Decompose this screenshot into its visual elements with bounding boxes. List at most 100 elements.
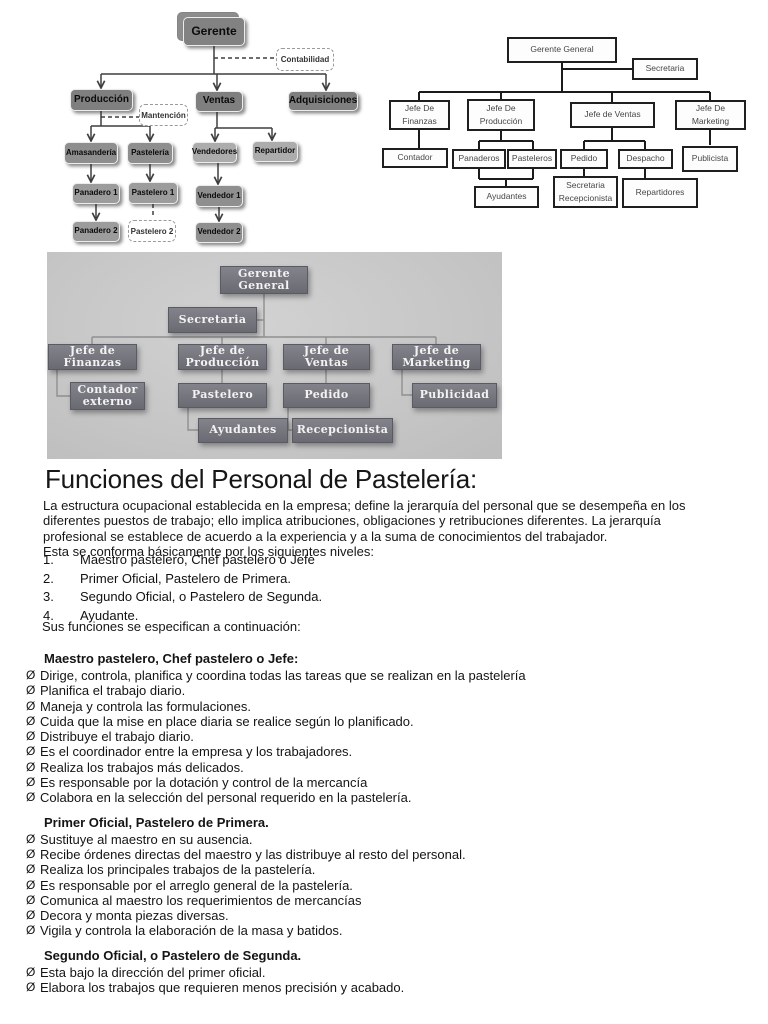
org-node-pasteleros: Pasteleros	[507, 149, 557, 169]
bullet-item: Ø Elabora los trabajos que requieren meno…	[26, 980, 736, 995]
bullet-item: Ø Es responsable por el arreglo general d…	[26, 878, 736, 893]
org-node-pedido: Pedido	[560, 149, 608, 169]
org-node-vendedor-2: Vendedor 2	[195, 222, 243, 243]
bullet-item: Ø Realiza los trabajos más delicados.	[26, 760, 736, 775]
bullet-icon: Ø	[26, 892, 36, 907]
bullet-icon: Ø	[26, 964, 36, 979]
bullet-text: Distribuye el trabajo diario.	[40, 729, 194, 745]
bullet-text: Es responsable por el arreglo general de…	[40, 877, 353, 893]
bullet-item: Ø Esta bajo la dirección del primer ofici…	[26, 965, 736, 980]
bullet-text: Decora y monta piezas diversas.	[40, 908, 229, 924]
level-text: Maestro pastelero, Chef pastelero o Jefe	[80, 552, 315, 567]
level-number: 4.	[43, 607, 54, 623]
org-node-pasteleria: Pastelería	[127, 142, 173, 164]
section-title: Segundo Oficial, o Pastelero de Segunda.	[44, 947, 302, 963]
bullet-icon: Ø	[26, 908, 36, 923]
bullet-text: Esta bajo la dirección del primer oficia…	[40, 964, 266, 980]
bullet-icon: Ø	[26, 980, 36, 995]
bullet-item: Ø Es el coordinador entre la empresa y lo…	[26, 744, 736, 759]
bullet-text: Recibe órdenes directas del maestro y la…	[40, 846, 466, 862]
bullet-icon: Ø	[26, 790, 36, 805]
bullet-item: Ø Cuida que la mise en place diaria se re…	[26, 714, 736, 729]
org-node-jefe-de-ventas: Jefe de Ventas	[570, 102, 655, 128]
level-number: 1.	[43, 552, 54, 567]
org-node-panadero-1: Panadero 1	[72, 183, 120, 204]
section-title: Maestro pastelero, Chef pastelero o Jefe…	[44, 651, 299, 666]
level-item: 2.Primer Oficial, Pastelero de Primera.	[43, 571, 322, 590]
bullet-icon: Ø	[26, 846, 36, 861]
org-node-jefe-de-finanzas: Jefe De Finanzas	[389, 100, 450, 130]
org-node-repartidor: Repartidor	[252, 141, 298, 162]
org-node-vendedor-1: Vendedor 1	[195, 185, 243, 207]
level-item: 4. Ayudante.	[43, 608, 322, 627]
org-node-pastelero-2: Pastelero 2	[128, 220, 176, 242]
org-node-amasanderia: Amasandería	[64, 142, 118, 164]
bullet-icon: Ø	[26, 729, 36, 744]
bullet-icon: Ø	[26, 775, 36, 790]
intro-line: diferentes puestos de trabajo; ello impl…	[43, 513, 661, 529]
levels-list: 1. Maestro pastelero, Chef pastelero o Je…	[43, 552, 322, 626]
org-node-contador: Contador	[382, 148, 448, 168]
intro-line: profesional se establece de acuerdo a la…	[43, 528, 608, 544]
function-section: Primer Oficial, Pastelero de Primera. Ø Su…	[26, 815, 736, 939]
bullet-text: Sustituye al maestro en su ausencia.	[40, 831, 253, 847]
level-text: Ayudante.	[80, 607, 139, 623]
org-chart-photo-background	[47, 252, 502, 459]
bullet-item: Ø Comunica al maestro los requerimientos …	[26, 893, 736, 908]
bullet-text: Es el coordinador entre la empresa y los…	[40, 744, 353, 760]
function-section: Segundo Oficial, o Pastelero de Segunda.…	[26, 948, 736, 996]
level-item: 1. Maestro pastelero, Chef pastelero o Je…	[43, 552, 322, 571]
intro-paragraph: La estructura ocupacional establecida en…	[43, 498, 685, 560]
level-number: 3.	[43, 589, 54, 605]
section-title: Primer Oficial, Pastelero de Primera.	[44, 814, 269, 830]
intro-line: Esta se conforma básicamente por los sig…	[43, 544, 374, 560]
bullet-icon: Ø	[26, 744, 36, 759]
bullet-icon: Ø	[26, 877, 36, 892]
org-node-adquisiciones: Adquisiciones	[288, 91, 358, 111]
bullet-icon: Ø	[26, 831, 36, 846]
org-node-produccion: Producción	[70, 89, 133, 111]
bullet-icon: Ø	[26, 759, 36, 774]
bullet-icon: Ø	[26, 683, 36, 698]
bullet-text: Comunica al maestro los requerimientos d…	[40, 892, 362, 908]
org-node-box	[177, 12, 239, 41]
org-node-secretaria: Secretaria	[632, 58, 698, 80]
bullet-text: Cuida que la mise en place diaria se rea…	[40, 713, 414, 729]
bullet-text: Es responsable por la dotación y control…	[40, 775, 368, 791]
org-node-pastelero-1: Pastelero 1	[128, 182, 178, 204]
org-node-mantencion: Mantención	[139, 104, 188, 126]
org-node-panadero-2: Panadero 2	[72, 221, 120, 242]
bullet-icon: Ø	[26, 698, 36, 713]
bullet-item: Ø Maneja y controla las formulaciones.	[26, 699, 736, 714]
bullet-text: Maneja y controla las formulaciones.	[40, 698, 251, 714]
function-section: Maestro pastelero, Chef pastelero o Jefe…	[26, 651, 736, 806]
bullet-item: Ø Es responsable por la dotación y contro…	[26, 775, 736, 790]
org-node-gerente-general: Gerente General	[507, 37, 617, 63]
org-node-repartidores: Repartidores	[622, 178, 698, 208]
bullet-item: Ø Distribuye el trabajo diario.	[26, 729, 736, 744]
bullet-item: Ø Sustituye al maestro en su ausencia.	[26, 832, 736, 847]
bullet-text: Dirige, controla, planifica y coordina t…	[40, 668, 526, 683]
bullet-icon: Ø	[26, 713, 36, 728]
function-sections: Maestro pastelero, Chef pastelero o Jefe…	[26, 651, 736, 995]
org-node-contabilidad: Contabilidad	[276, 48, 334, 71]
org-node-secretaria-recepcionista: Secretaria Recepcionista	[553, 176, 618, 208]
bullet-text: Elabora los trabajos que requieren menos…	[40, 980, 405, 996]
org-node-ayudantes: Ayudantes	[474, 186, 539, 208]
org-node-vendedores: Vendedores	[192, 142, 237, 163]
bullet-icon: Ø	[26, 923, 36, 938]
level-item: 3. Segundo Oficial, o Pastelero de Segund…	[43, 589, 322, 608]
bullet-text: Planifica el trabajo diario.	[40, 683, 186, 699]
bullet-item: Ø Recibe órdenes directas del maestro y l…	[26, 847, 736, 862]
level-text: Segundo Oficial, o Pastelero de Segunda.	[80, 589, 323, 605]
org-node-panaderos: Panaderos	[452, 149, 506, 169]
functions-intro: Sus funciones se especifican a continuac…	[42, 619, 301, 634]
bullet-text: Realiza los trabajos más delicados.	[40, 759, 244, 775]
bullet-item: Ø Planifica el trabajo diario.	[26, 683, 736, 698]
level-number: 2.	[43, 570, 54, 586]
bullet-item: Ø Decora y monta piezas diversas.	[26, 908, 736, 923]
bullet-text: Vigila y controla la elaboración de la m…	[40, 923, 343, 939]
intro-line: La estructura ocupacional establecida en…	[43, 498, 686, 513]
